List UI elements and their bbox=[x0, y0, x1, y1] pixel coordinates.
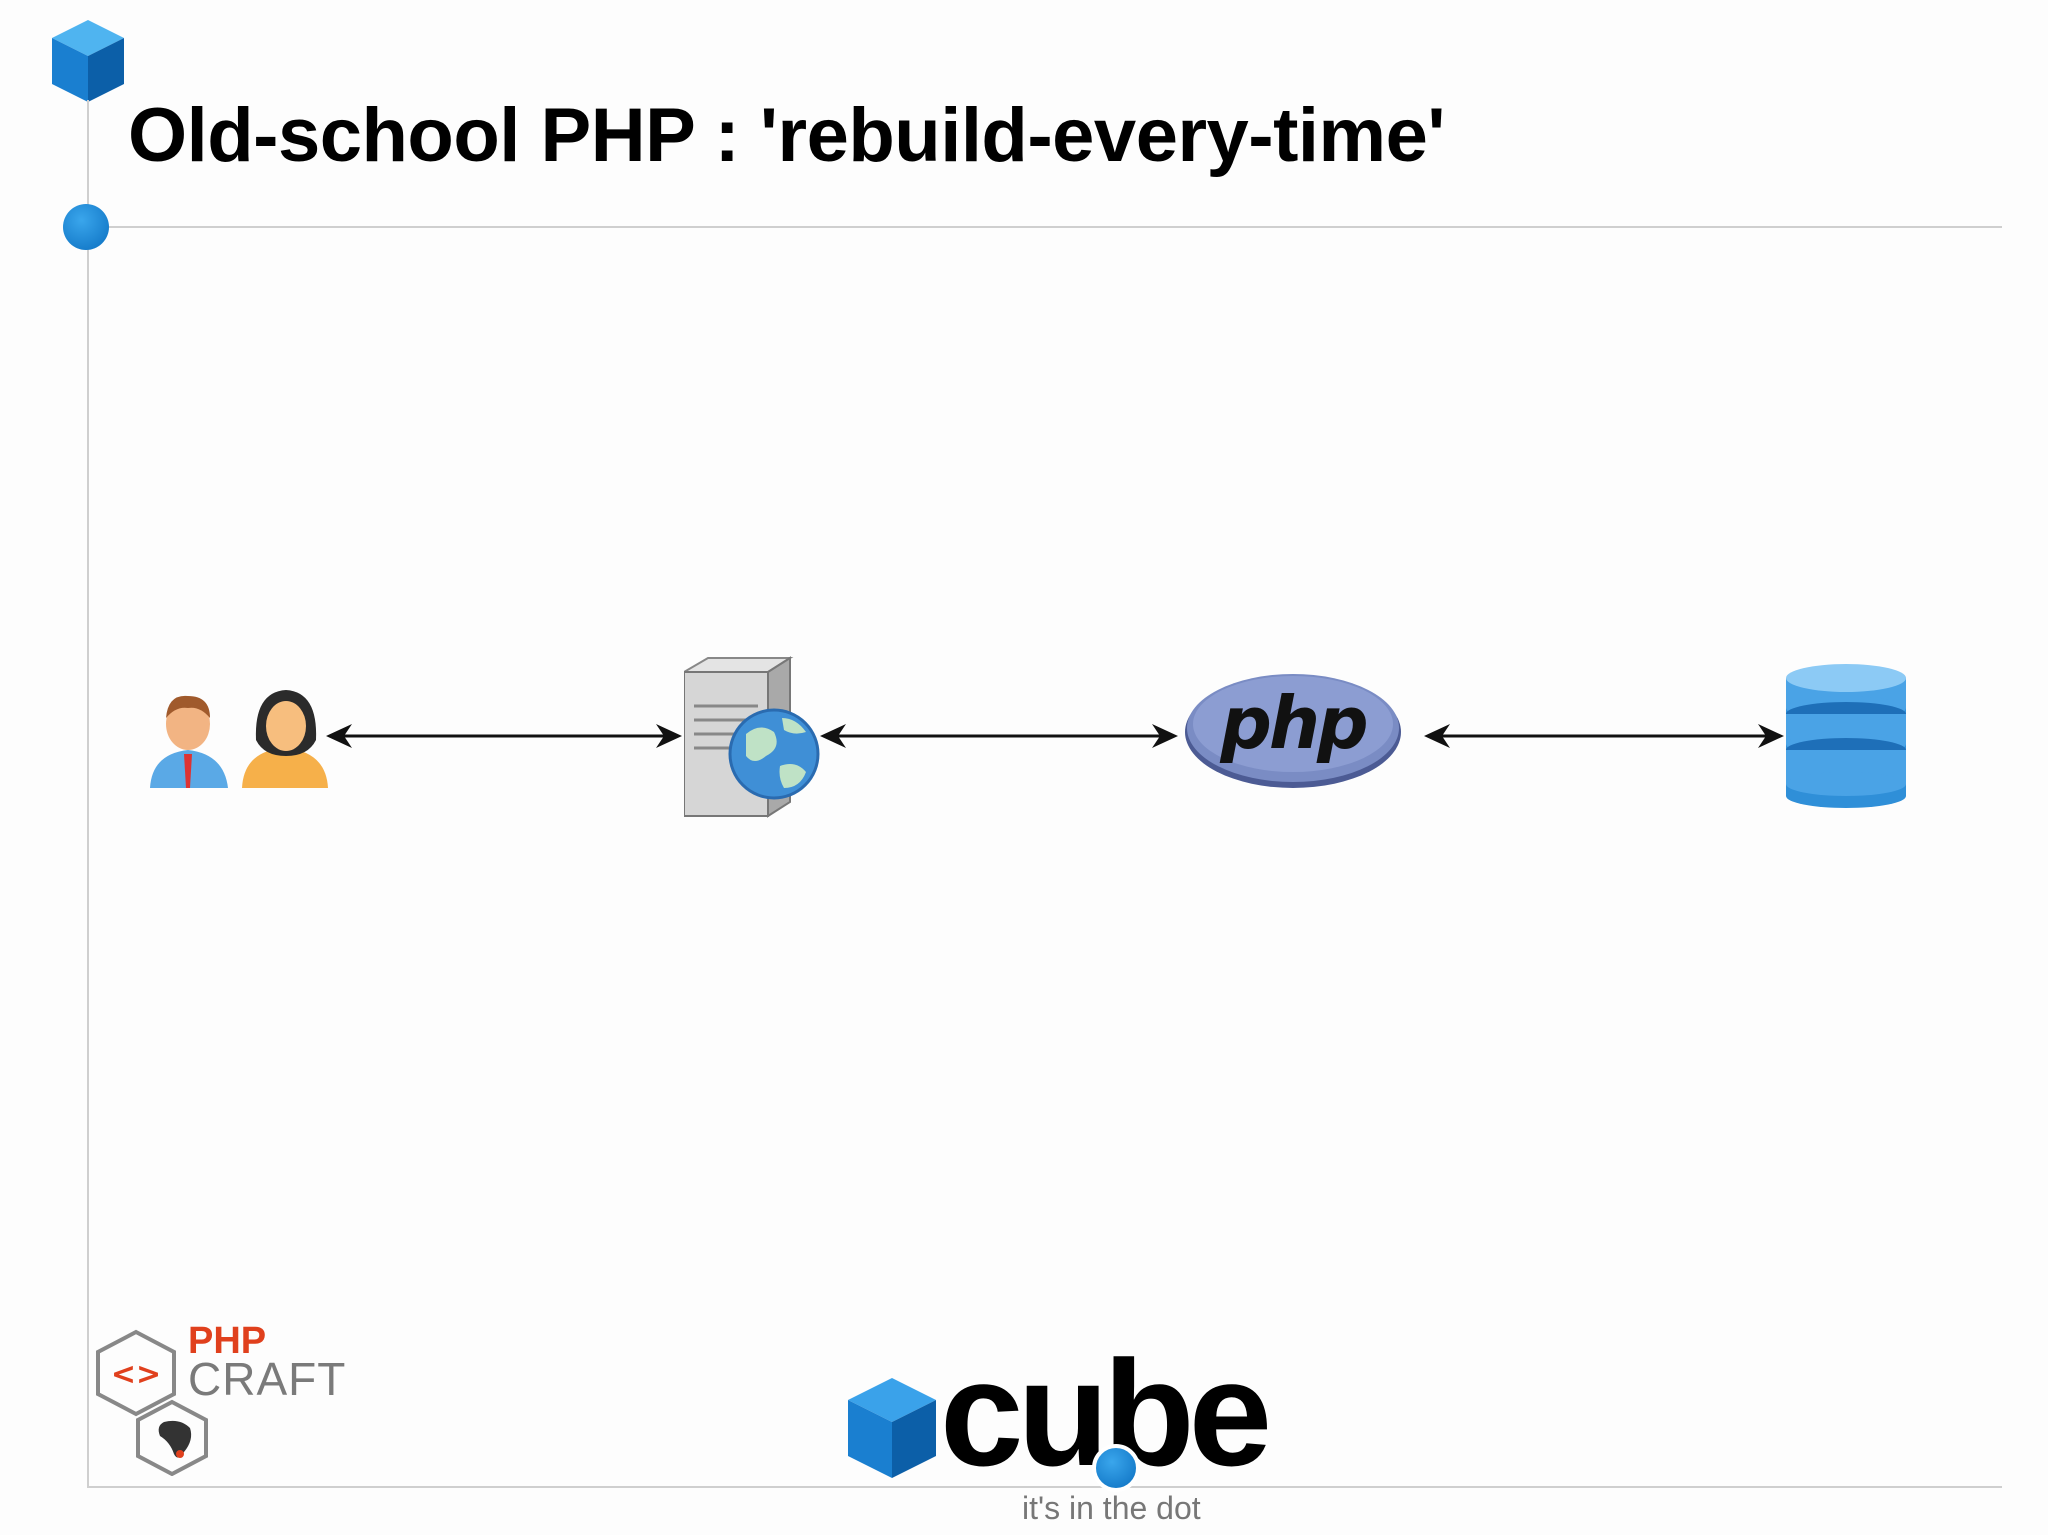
svg-text:<>: <> bbox=[111, 1357, 161, 1392]
left-rule bbox=[87, 100, 89, 1487]
web-server-icon bbox=[684, 656, 820, 818]
cube-logo-icon bbox=[848, 1378, 936, 1478]
cube-dot-icon bbox=[1092, 1444, 1140, 1492]
phpcraft-craft-label: CRAFT bbox=[188, 1353, 347, 1405]
arrow-php-database bbox=[1424, 724, 1784, 748]
arrow-server-php bbox=[820, 724, 1178, 748]
title-dot-icon bbox=[63, 204, 109, 250]
arrow-users-server bbox=[326, 724, 682, 748]
cube-tagline: it's in the dot bbox=[1022, 1490, 1201, 1526]
phpcraft-logo-icon: <> bbox=[96, 1329, 208, 1476]
cube-corner-icon bbox=[52, 20, 124, 102]
title-underline bbox=[87, 226, 2002, 228]
users-icon bbox=[150, 690, 328, 788]
phpcraft-php-label: PHP bbox=[188, 1320, 267, 1362]
php-logo-label: php bbox=[1219, 681, 1366, 765]
footer-rule bbox=[87, 1486, 2002, 1488]
php-logo-icon: php bbox=[1185, 674, 1401, 788]
database-icon bbox=[1786, 664, 1906, 808]
page-title: Old-school PHP : 'rebuild-every-time' bbox=[128, 93, 1445, 178]
